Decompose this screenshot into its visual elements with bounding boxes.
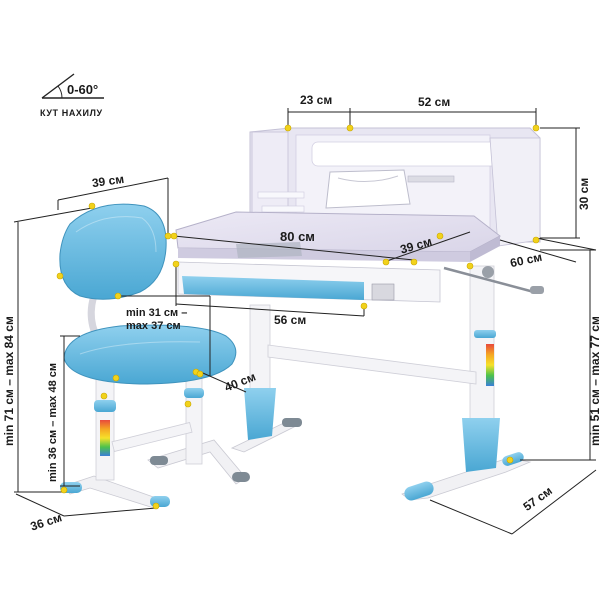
dim-desk-width: 80 см — [280, 229, 315, 244]
dim-desk-depth: 60 см — [509, 250, 544, 270]
tilt-angle-label: 0-60° — [67, 82, 98, 97]
dim-shelf-height: 30 см — [577, 178, 591, 210]
dim-base-depth: 57 см — [520, 484, 554, 514]
dim-back-height-line2: max 37 см — [126, 320, 181, 332]
dim-chair-base: 36 см — [29, 510, 64, 533]
dim-shelf-right: 52 см — [418, 95, 450, 109]
dimension-lines — [13, 108, 597, 535]
dim-drawer-width: 56 см — [274, 313, 306, 327]
tilt-angle-icon — [41, 73, 104, 99]
marker-dots — [56, 124, 540, 510]
dim-back-height-line1: min 31 см – — [126, 307, 187, 319]
tilt-caption: КУТ НАХИЛУ — [40, 108, 103, 118]
dim-back-width: 39 см — [91, 172, 125, 190]
dim-seat-height: min 36 см – max 48 см — [47, 363, 59, 482]
dim-desk-height: min 51 см – max 77 см — [588, 316, 600, 446]
dim-shelf-left: 23 см — [300, 93, 332, 107]
dim-chair-back-height: min 71 см – max 84 см — [2, 316, 16, 446]
desk — [175, 127, 544, 501]
